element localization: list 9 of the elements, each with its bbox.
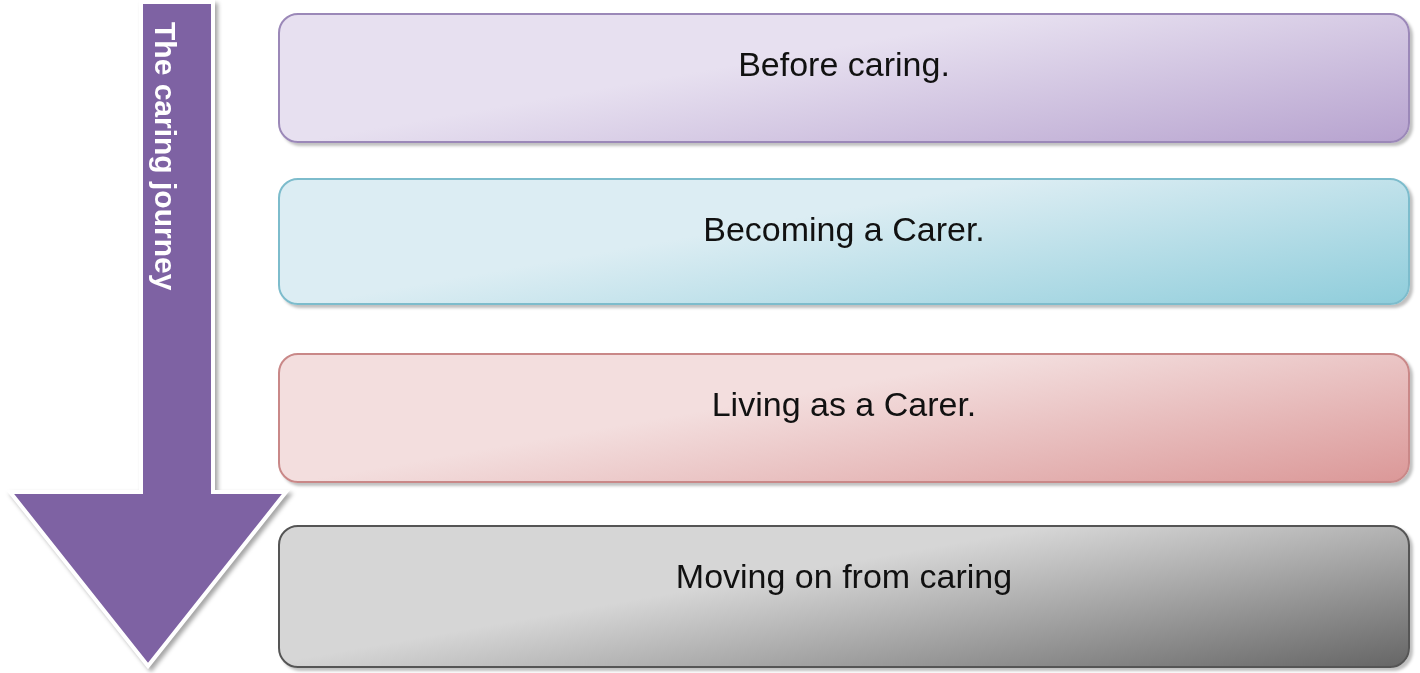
stage-box [278,13,1410,143]
stage-box [278,353,1410,483]
arrow-label: The caring journey [148,22,182,291]
stage-label: Moving on from caring [675,557,1013,595]
stage-label: Becoming a Carer. [703,210,985,248]
stage-label: Before caring. [738,45,950,83]
stage-box [278,525,1410,668]
stage-box [278,178,1410,305]
stage-label: Living as a Carer. [711,385,977,423]
